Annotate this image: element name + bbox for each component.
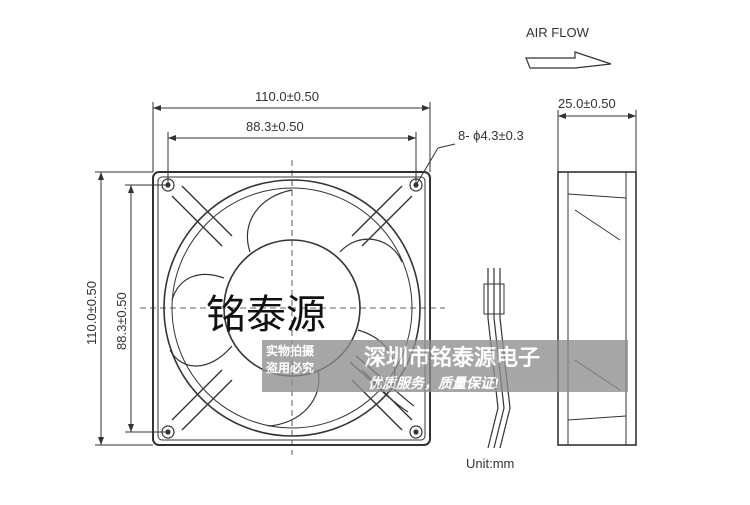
outer-width-label: 110.0±0.50: [255, 89, 319, 104]
holes-label: 8- ϕ4.3±0.3: [458, 128, 524, 143]
watermark: 实物拍摄 盗用必究 深圳市铭泰源电子 优质服务，质量保证!: [262, 340, 628, 392]
overlay-brand-text: 铭泰源: [206, 293, 326, 337]
airflow-arrow-icon: [525, 51, 612, 69]
outer-height-label: 110.0±0.50: [84, 281, 99, 345]
hole-spacing-width-label: 88.3±0.50: [246, 119, 304, 134]
unit-label: Unit:mm: [466, 456, 514, 471]
depth-label: 25.0±0.50: [558, 96, 616, 111]
fan-side-view: [557, 171, 637, 446]
airflow-label: AIR FLOW: [526, 25, 590, 40]
watermark-slogan: 优质服务，质量保证!: [368, 375, 499, 391]
watermark-company: 深圳市铭泰源电子: [364, 345, 540, 370]
watermark-line1: 实物拍摄: [266, 343, 315, 358]
watermark-line2: 盗用必究: [266, 360, 314, 375]
hole-spacing-height-label: 88.3±0.50: [114, 292, 129, 350]
